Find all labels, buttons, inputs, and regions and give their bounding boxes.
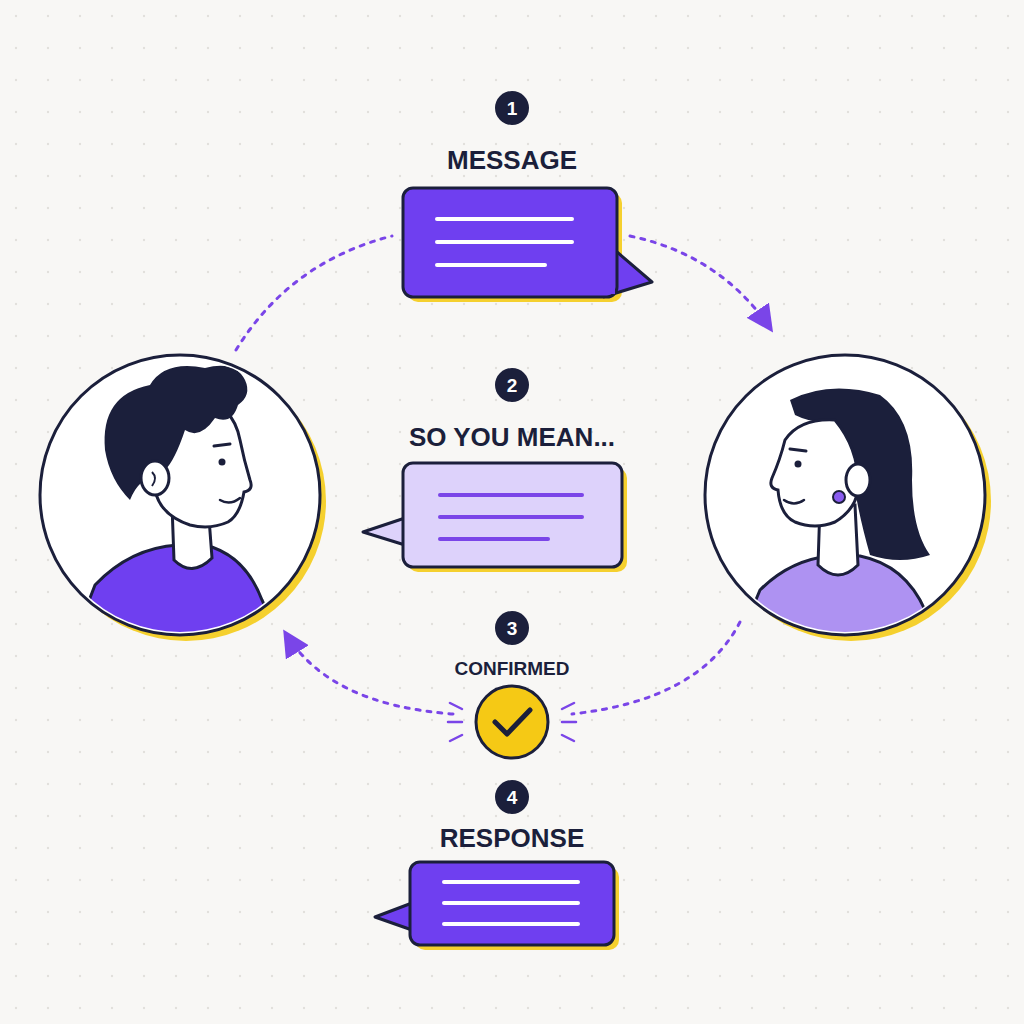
step-number-badge: 3 [495, 611, 529, 645]
step-number-badge: 1 [495, 91, 529, 125]
flow-arrow [572, 622, 740, 714]
step-heading: CONFIRMED [450, 659, 573, 680]
step-heading: SO YOU MEAN... [405, 423, 619, 452]
label-text: 2 [507, 376, 518, 395]
label-text: 1 [507, 99, 518, 118]
label-text: SO YOU MEAN... [405, 422, 619, 452]
label-text: MESSAGE [443, 145, 581, 175]
check-circle [448, 686, 576, 758]
response-bubble [375, 862, 619, 950]
person-left [40, 355, 326, 650]
label-text: RESPONSE [436, 823, 589, 853]
step-heading: RESPONSE [436, 824, 589, 853]
label-text: CONFIRMED [450, 658, 573, 679]
step-number-badge: 2 [495, 368, 529, 402]
step-heading: MESSAGE [443, 146, 581, 175]
step-number-badge: 4 [495, 780, 529, 814]
label-text: 3 [507, 619, 518, 638]
paraphrase-bubble [363, 463, 627, 572]
label-text: 4 [507, 788, 518, 807]
person-right [705, 355, 991, 650]
flow-arrow [236, 236, 392, 350]
flow-arrow [286, 634, 453, 714]
message-bubble [403, 188, 652, 302]
